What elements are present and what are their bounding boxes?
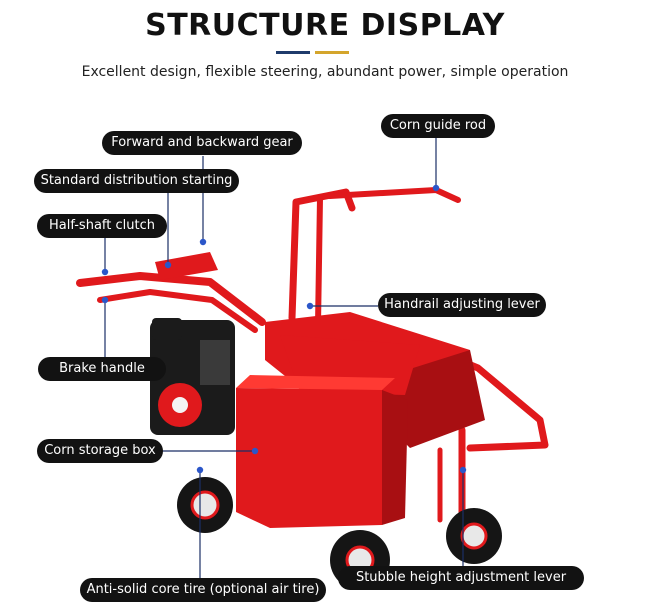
callout-dot-stubble — [459, 466, 467, 474]
callout-forward-backward-gear: Forward and backward gear — [102, 131, 302, 155]
guide-upright — [315, 195, 323, 328]
callout-corn-guide-rod: Corn guide rod — [381, 114, 495, 138]
handle-bar — [76, 272, 266, 326]
callout-half-shaft-clutch: Half-shaft clutch — [37, 214, 167, 238]
page-title: STRUCTURE DISPLAY — [145, 8, 505, 43]
corn-storage-box-side — [382, 390, 408, 525]
corn-storage-box-lid — [236, 375, 395, 390]
gear-plate — [155, 252, 218, 280]
callout-dot-forward-gear — [199, 238, 207, 246]
engine-fins — [200, 340, 230, 385]
title-rule-gold — [315, 51, 349, 54]
front-right-tire-hub — [460, 522, 488, 550]
handle-bar-lower — [97, 289, 258, 333]
callout-dot-corn-guide — [432, 184, 440, 192]
title-rule-blue — [276, 51, 310, 54]
callout-standard-distribution-starting: Standard distribution starting — [34, 169, 239, 193]
callout-dot-tire — [196, 466, 204, 474]
callout-dot-brake — [101, 296, 109, 304]
callout-anti-solid-core-tire: Anti-solid core tire (optional air tire) — [80, 578, 326, 602]
page-subtitle: Excellent design, flexible steering, abu… — [81, 64, 569, 80]
callout-dot-distribution — [164, 261, 172, 269]
callout-handrail-adjusting-lever: Handrail adjusting lever — [378, 293, 546, 317]
callout-dot-handrail — [306, 302, 314, 310]
feeder-chute — [350, 350, 485, 448]
callout-stubble-height-adjustment-lever: Stubble height adjustment lever — [338, 566, 584, 590]
callout-dot-clutch — [101, 268, 109, 276]
callout-corn-storage-box: Corn storage box — [37, 439, 163, 463]
callout-dot-storage — [251, 447, 259, 455]
engine-cap — [152, 318, 182, 340]
rear-tire-hub — [190, 490, 220, 520]
engine-hub — [172, 397, 188, 413]
callout-brake-handle: Brake handle — [38, 357, 166, 381]
corn-storage-box — [236, 388, 382, 528]
